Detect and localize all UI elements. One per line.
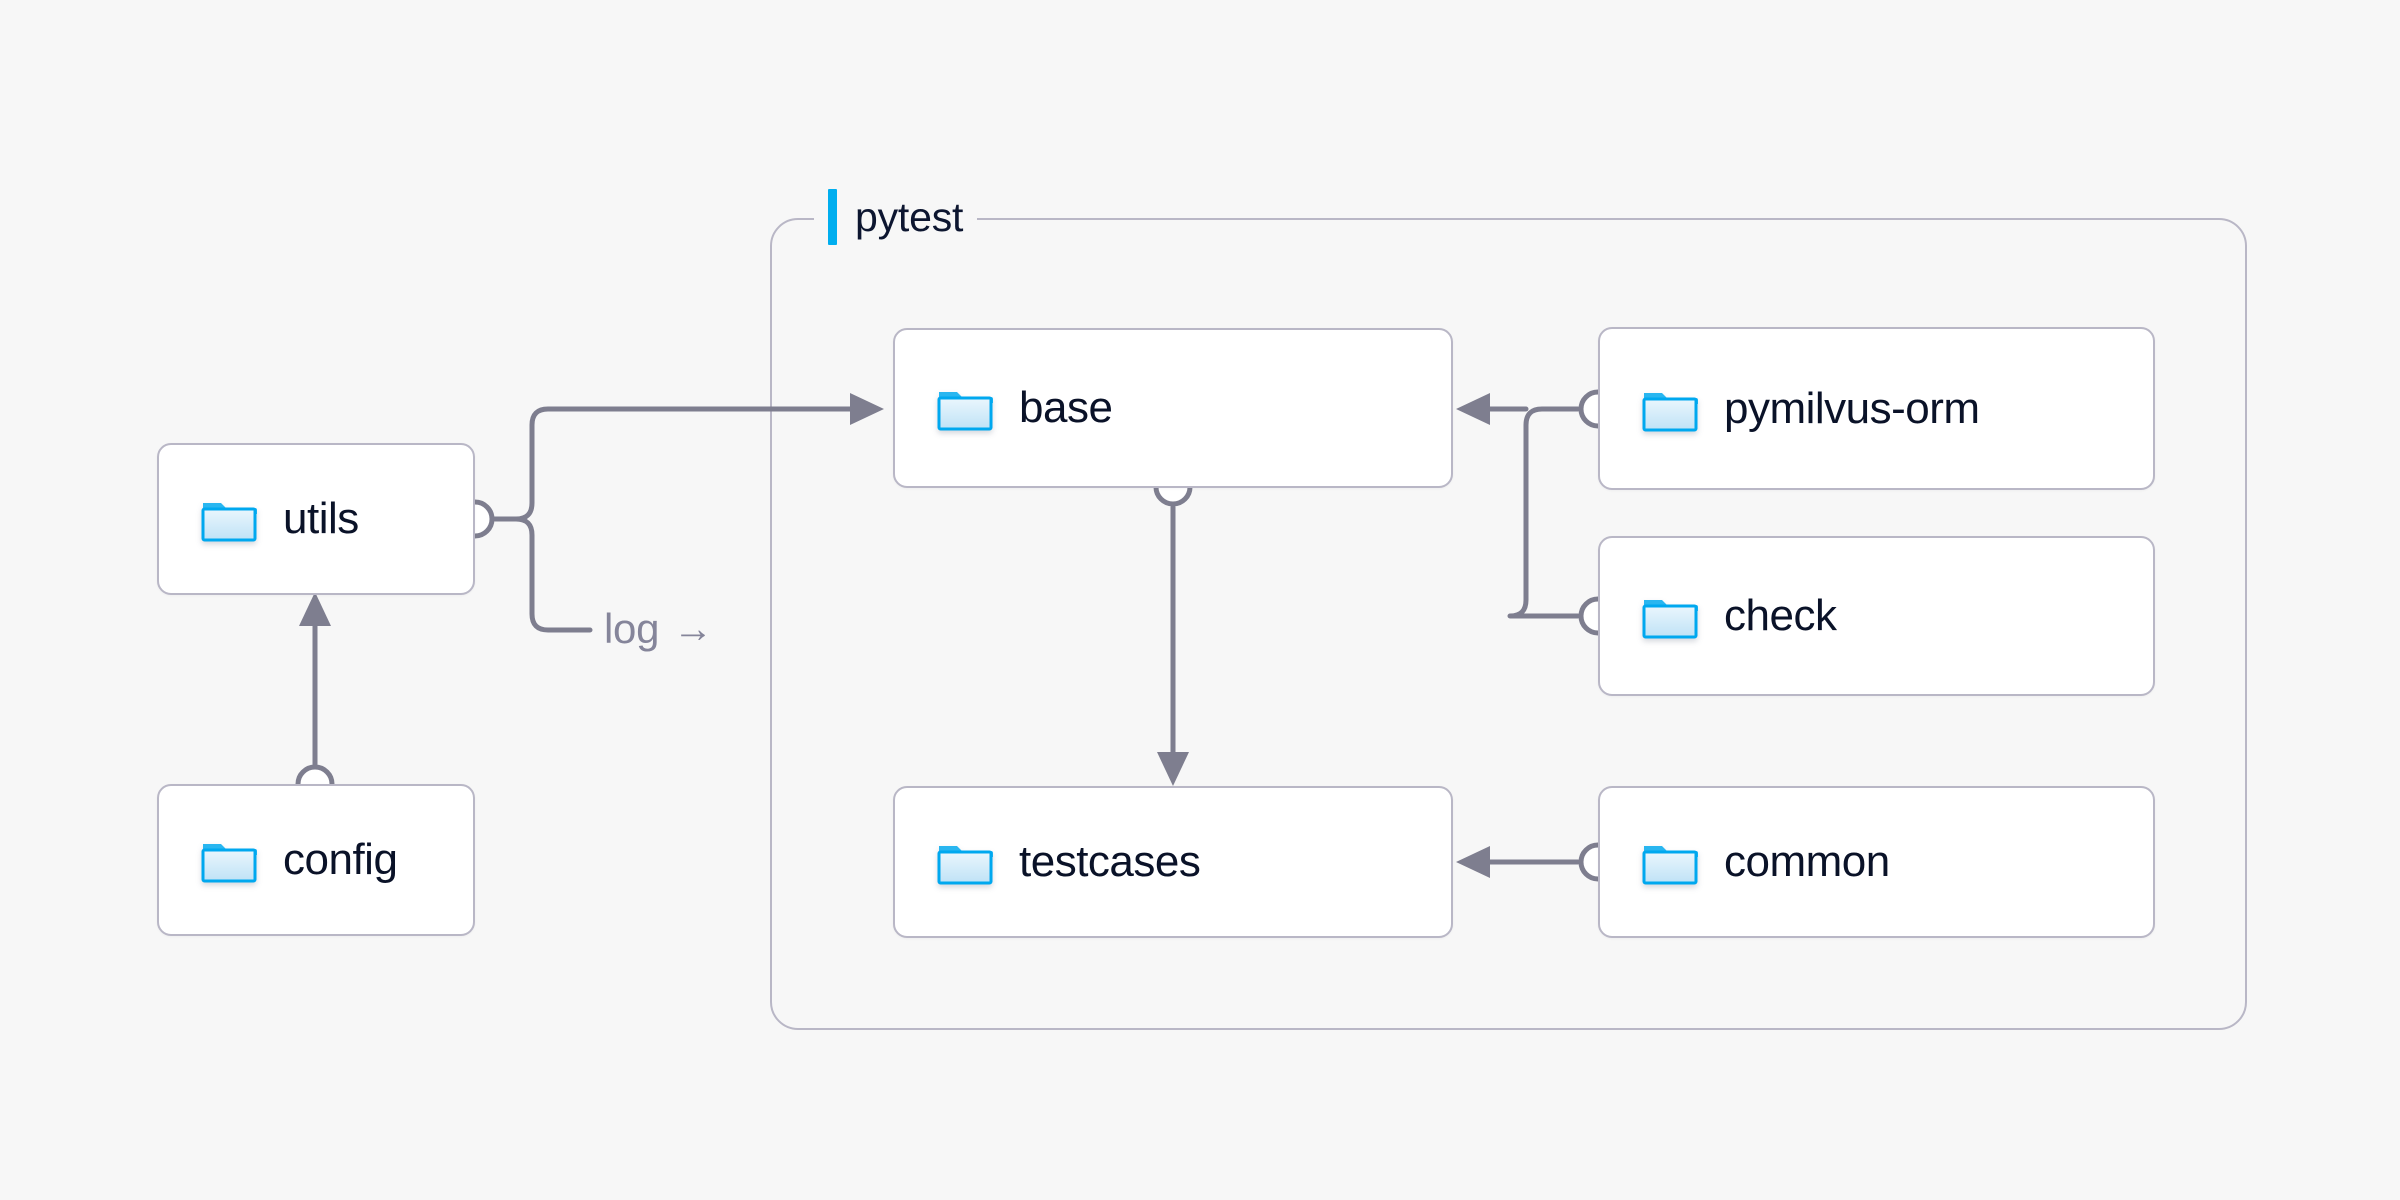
folder-icon — [1642, 385, 1698, 433]
node-label: check — [1724, 591, 1837, 640]
folder-icon — [937, 838, 993, 886]
node-testcases[interactable]: testcases — [893, 786, 1453, 938]
edge-utils-to-log — [492, 516, 593, 633]
edge-label-arrow-icon: → — [673, 607, 713, 651]
node-label: common — [1724, 837, 1890, 886]
node-check[interactable]: check — [1598, 536, 2155, 696]
node-label: pymilvus-orm — [1724, 383, 1980, 433]
node-label: base — [1019, 383, 1113, 432]
node-base[interactable]: base — [893, 328, 1453, 488]
node-label: utils — [283, 494, 359, 543]
folder-icon — [201, 836, 257, 884]
folder-icon — [1642, 838, 1698, 886]
folder-icon — [937, 384, 993, 432]
group-title: pytest — [855, 193, 964, 240]
folder-icon — [201, 495, 257, 543]
node-utils[interactable]: utils — [157, 443, 475, 595]
node-pymilvus-orm[interactable]: pymilvus-orm — [1598, 327, 2155, 490]
node-config[interactable]: config — [157, 784, 475, 936]
node-common[interactable]: common — [1598, 786, 2155, 938]
group-marker-bar — [828, 189, 837, 245]
edge-label-log: log → — [604, 605, 713, 653]
group-label-pytest: pytest — [814, 188, 978, 246]
folder-icon — [1642, 592, 1698, 640]
edge-label-log-text: log — [604, 605, 660, 652]
arrowhead-utils-bottom — [299, 592, 331, 626]
node-label: testcases — [1019, 837, 1201, 886]
group-container-pytest — [770, 218, 2247, 1030]
node-label: config — [283, 835, 398, 884]
